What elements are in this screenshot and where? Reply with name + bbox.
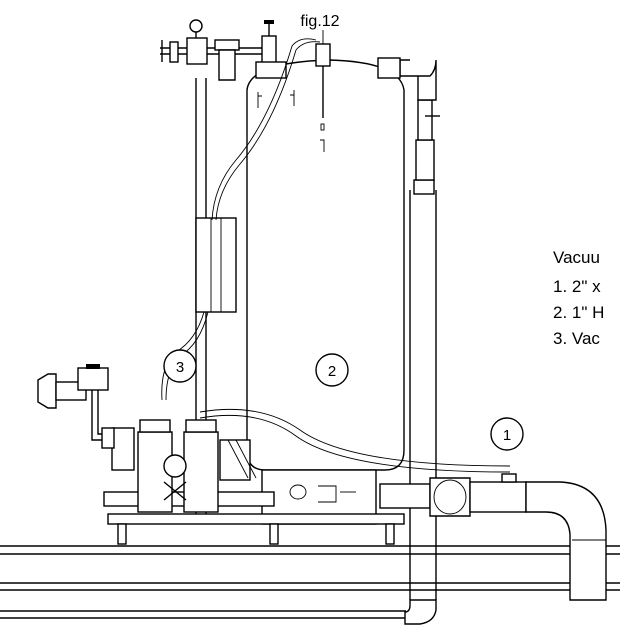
discharge-pipe bbox=[379, 473, 607, 601]
callout-3-label: 3 bbox=[176, 359, 184, 376]
legend-line-title: Vacuu bbox=[553, 248, 600, 267]
legend-line-1: 1. 2" x bbox=[553, 277, 601, 296]
vacuum-hose bbox=[161, 38, 511, 473]
pump-assembly bbox=[37, 364, 405, 545]
right-pipe bbox=[377, 57, 440, 625]
callout-3: 3 bbox=[163, 349, 197, 383]
figure-label: fig.12 bbox=[300, 13, 339, 30]
callout-1: 1 bbox=[490, 417, 524, 451]
callout-1-label: 1 bbox=[503, 427, 511, 444]
floor-lines bbox=[0, 545, 620, 619]
legend: Vacuu 1. 2" x 2. 1" H 3. Vac bbox=[553, 248, 604, 348]
legend-line-2: 2. 1" H bbox=[553, 303, 604, 322]
callout-2: 2 bbox=[315, 353, 349, 387]
callout-2-label: 2 bbox=[328, 363, 336, 380]
legend-line-3: 3. Vac bbox=[553, 329, 600, 348]
